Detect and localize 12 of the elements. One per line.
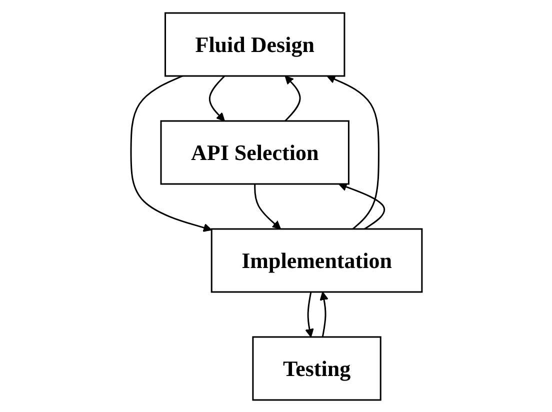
arrow bbox=[254, 184, 281, 229]
arrow bbox=[319, 291, 328, 337]
arrow bbox=[338, 182, 385, 230]
arrow bbox=[304, 291, 314, 337]
arrow bbox=[208, 74, 225, 121]
node-box: API Selection bbox=[160, 120, 349, 184]
arrow bbox=[130, 74, 212, 232]
arrow bbox=[284, 75, 300, 122]
node-box: Fluid Design bbox=[164, 12, 345, 76]
node-box: Testing bbox=[252, 336, 381, 400]
node-box: Implementation bbox=[210, 228, 422, 292]
arrow bbox=[326, 74, 379, 230]
